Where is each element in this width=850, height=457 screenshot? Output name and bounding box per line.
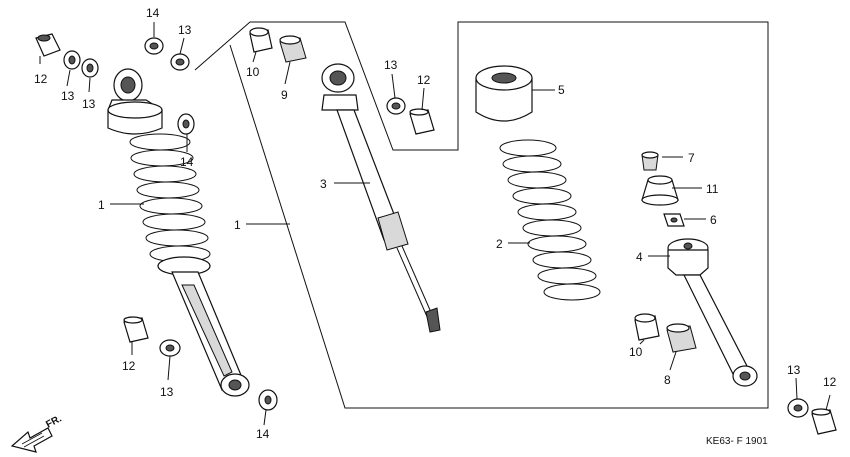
callout-4: 4	[636, 250, 643, 264]
callout-13: 13	[160, 385, 174, 399]
callout-6: 6	[710, 213, 717, 227]
callout-13: 13	[787, 363, 801, 377]
nut-bottom-right	[811, 408, 837, 435]
callout-13: 13	[82, 97, 96, 111]
leader-lines	[39, 22, 831, 426]
shock-lower-body	[667, 238, 758, 387]
callout-3: 3	[320, 177, 327, 191]
rear-shock-assembly	[107, 68, 250, 397]
callout-10: 10	[246, 65, 260, 79]
callout-1: 1	[234, 218, 241, 232]
direction-label: FR.	[44, 413, 64, 430]
callout-13: 13	[384, 58, 398, 72]
shock-spring	[499, 139, 601, 301]
callout-14: 14	[256, 427, 270, 441]
callout-12: 12	[417, 73, 431, 87]
callout-14: 14	[180, 155, 194, 169]
callout-2: 2	[496, 237, 503, 251]
callout-12: 12	[823, 375, 837, 389]
callout-12: 12	[122, 359, 136, 373]
callout-10: 10	[629, 345, 643, 359]
callout-5: 5	[558, 83, 565, 97]
callout-13: 13	[61, 89, 75, 103]
nut-center	[409, 108, 435, 135]
callout-14: 14	[146, 6, 160, 20]
assembly-outline	[194, 21, 769, 409]
bushing-upper	[279, 35, 307, 63]
spring-seat	[475, 65, 533, 122]
nut-top-left	[35, 33, 61, 57]
diagram-code: KE63- F 1901	[706, 436, 768, 447]
washers	[63, 37, 809, 418]
callout-1: 1	[98, 198, 105, 212]
callout-8: 8	[664, 373, 671, 387]
callout-13: 13	[178, 23, 192, 37]
collar-upper	[249, 27, 273, 53]
callout-11: 11	[706, 182, 719, 196]
damper-unit	[321, 63, 441, 333]
nut-lower-left	[123, 316, 149, 343]
forward-direction-arrow-icon	[10, 427, 53, 453]
callout-7: 7	[688, 151, 695, 165]
collar-lower	[634, 313, 660, 341]
bushing-lower	[666, 323, 697, 353]
callout-12: 12	[34, 72, 48, 86]
callout-9: 9	[281, 88, 288, 102]
bump-stop-parts	[641, 151, 685, 227]
